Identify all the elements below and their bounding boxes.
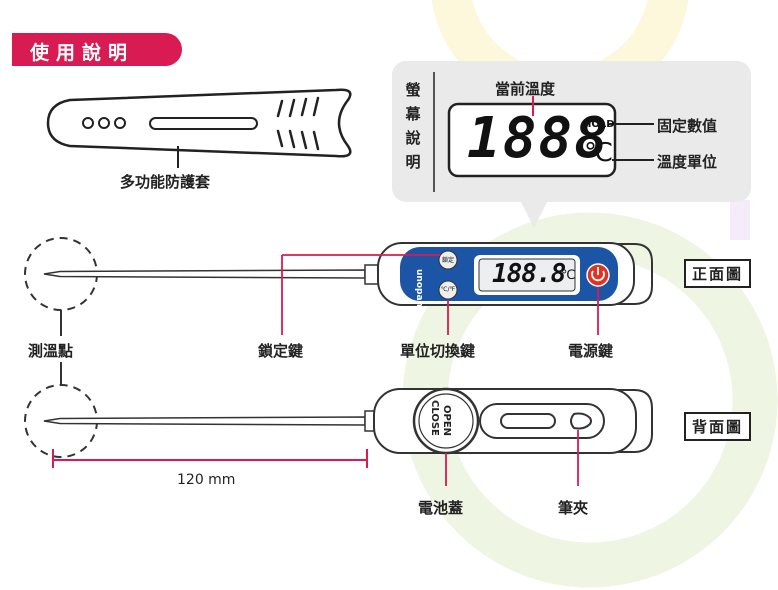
close-marking: CLOSE	[429, 400, 440, 436]
side-char: 幕	[405, 105, 421, 123]
lcd-digits: 1888	[467, 106, 610, 171]
back-view-label: 背面圖	[684, 412, 752, 441]
sleeve-label: 多功能防護套	[120, 173, 211, 191]
lock-button[interactable]: 鎖定	[441, 257, 454, 264]
temp-unit-label: 溫度單位	[657, 153, 718, 171]
panel-divider	[433, 72, 435, 192]
open-marking: OPEN	[441, 405, 452, 437]
current-temp-label: 當前溫度	[495, 80, 556, 98]
side-char: 說	[405, 129, 421, 147]
probe-length-label: 120 mm	[177, 472, 236, 488]
lock-key-label: 鎖定鍵	[258, 342, 304, 360]
hold-value-label: 固定數值	[657, 117, 718, 135]
side-char: 螢	[405, 81, 421, 99]
front-lcd-unit: ℃	[561, 268, 576, 283]
hold-indicator: HOLD	[583, 119, 615, 130]
front-view-label: 正面圖	[684, 259, 752, 288]
side-char: 明	[405, 153, 421, 171]
probe-point-label: 測溫點	[28, 342, 74, 360]
unit-switch-button[interactable]: ℃/℉	[440, 286, 456, 293]
power-key-label: 電源鍵	[568, 342, 614, 360]
front-lcd-value: 188.8	[492, 259, 566, 289]
unit-indicator: ℃	[584, 138, 614, 168]
page-title: 使用說明	[30, 42, 135, 64]
battery-cover-label: 電池蓋	[418, 499, 464, 517]
title-banner	[12, 33, 182, 66]
pen-clip-label: 筆夾	[558, 499, 589, 517]
screen-side-label: 螢 幕 說 明	[402, 78, 424, 174]
unit-switch-key-label: 單位切換鍵	[400, 342, 476, 360]
